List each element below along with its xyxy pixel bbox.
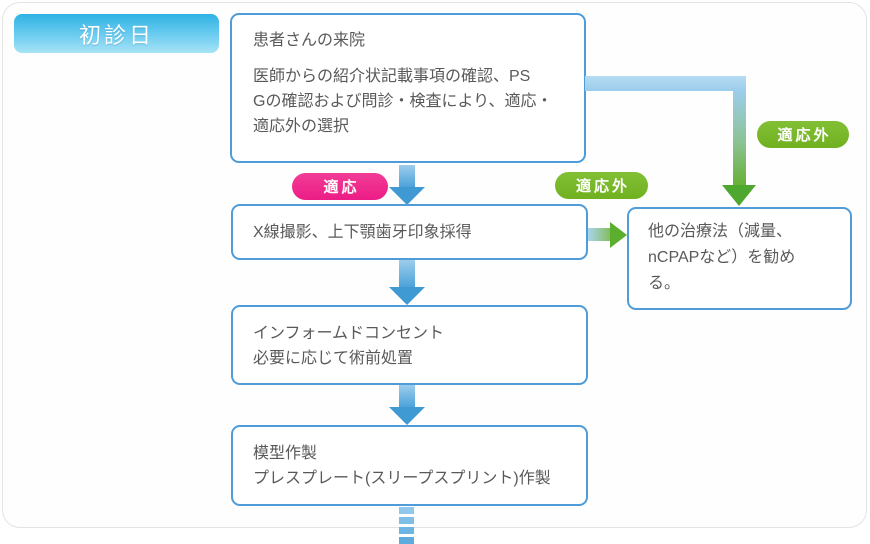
node-model-fabrication-line: 模型作製 bbox=[253, 445, 318, 462]
node-other-treatments-line: る。 bbox=[648, 275, 681, 292]
node-patient-visit-line: 医師からの紹介状記載事項の確認、PS bbox=[253, 68, 531, 85]
elbow-connector-vertical bbox=[733, 91, 746, 185]
node-model-fabrication: 模型作製 プレスプレート(スリープスプリント)作製 bbox=[231, 425, 588, 506]
arrow-down-shaft bbox=[399, 165, 415, 187]
node-patient-visit: 患者さんの来院 医師からの紹介状記載事項の確認、PS Gの確認および問診・検査に… bbox=[230, 13, 586, 163]
elbow-connector-horizontal bbox=[585, 76, 746, 91]
node-informed-consent: インフォームドコンセント 必要に応じて術前処置 bbox=[231, 305, 588, 385]
node-other-treatments-line: nCPAPなど）を勧め bbox=[648, 249, 796, 266]
node-xray-impression: X線撮影、上下顎歯牙印象採得 bbox=[231, 204, 588, 260]
node-other-treatments: 他の治療法（減量、 nCPAPなど）を勧め る。 bbox=[627, 207, 852, 310]
arrow-down-shaft bbox=[399, 260, 415, 287]
arrow-down-shaft bbox=[399, 385, 415, 407]
node-xray-impression-line: X線撮影、上下顎歯牙印象採得 bbox=[253, 224, 472, 241]
arrow-down-green-icon bbox=[722, 185, 756, 206]
arrow-down-icon bbox=[389, 287, 425, 305]
arrow-right-shaft bbox=[588, 228, 610, 241]
node-model-fabrication-line: プレスプレート(スリープスプリント)作製 bbox=[253, 470, 551, 487]
badge-not-indicated-mid: 適応外 bbox=[555, 172, 648, 199]
dashed-continue-arrow bbox=[399, 517, 414, 524]
node-patient-visit-line: 適応外の選択 bbox=[253, 118, 350, 135]
arrow-right-green-icon bbox=[610, 222, 627, 248]
node-informed-consent-line: 必要に応じて術前処置 bbox=[253, 350, 414, 367]
badge-not-indicated-top: 適応外 bbox=[757, 121, 849, 148]
badge-indicated: 適応 bbox=[292, 173, 388, 200]
node-patient-visit-line: Gの確認および問診・検査により、適応・ bbox=[253, 93, 553, 110]
dashed-continue-arrow bbox=[399, 537, 414, 544]
dashed-continue-arrow bbox=[399, 507, 414, 514]
node-informed-consent-line: インフォームドコンセント bbox=[253, 325, 445, 342]
node-other-treatments-line: 他の治療法（減量、 bbox=[648, 223, 793, 240]
first-visit-day-label: 初診日 bbox=[14, 14, 219, 53]
arrow-down-icon bbox=[389, 407, 425, 425]
node-patient-visit-title: 患者さんの来院 bbox=[253, 32, 366, 49]
dashed-continue-arrow bbox=[399, 527, 414, 534]
arrow-down-icon bbox=[389, 187, 425, 205]
